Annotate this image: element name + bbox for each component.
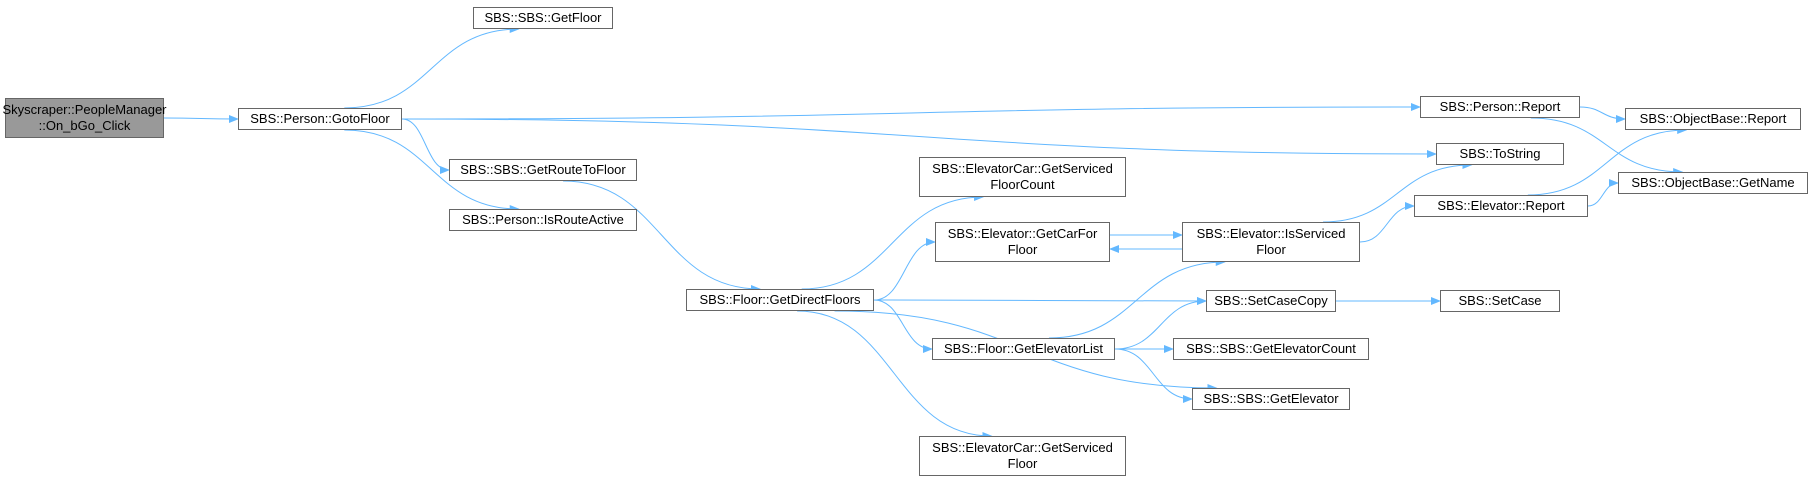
node-label: SBS::ObjectBase::Report: [1639, 111, 1787, 126]
node-objectbase-getname[interactable]: SBS::ObjectBase::GetName: [1618, 172, 1808, 194]
node-label: SBS::Person::Report: [1439, 99, 1561, 114]
edge-person_gotofloor-to-sbs_getroutetofloor: [401, 118, 450, 174]
edge-floor_getdirectfloors-to-elevatorcar_getservicedfloorcount: [801, 193, 985, 290]
edge-people_manager_on_bgo_click-to-person_gotofloor: [163, 114, 239, 123]
edge-person_gotofloor-to-sbs_tostring: [401, 118, 1437, 158]
node-label: SBS::ToString: [1459, 146, 1541, 161]
node-label: SBS::SetCase: [1458, 293, 1542, 308]
edge-floor_getelevatorlist-to-elevator_isservicedfloor: [1048, 258, 1226, 339]
edge-floor_getelevatorlist-to-sbs_getelevator: [1114, 348, 1193, 403]
edge-elevator_report-to-objectbase_getname: [1587, 179, 1619, 207]
node-label: SBS::ObjectBase::GetName: [1631, 175, 1795, 190]
edge-person_gotofloor-to-person_report: [401, 103, 1421, 120]
node-sbs-getfloor[interactable]: SBS::SBS::GetFloor: [473, 7, 613, 29]
edge-elevator_isservicedfloor-to-sbs_tostring: [1323, 161, 1473, 223]
edge-floor_getelevatorlist-to-sbs_setcasecopy: [1114, 297, 1207, 350]
edge-person_report-to-objectbase_report: [1579, 106, 1626, 123]
node-person-isrouteactive[interactable]: SBS::Person::IsRouteActive: [449, 209, 637, 231]
node-label: SBS::SBS::GetElevatorCount: [1186, 341, 1356, 356]
edge-person_report-to-objectbase_getname: [1530, 117, 1684, 176]
node-label: SBS::Floor::GetElevatorList: [944, 341, 1103, 356]
node-floor-getdirectfloors[interactable]: SBS::Floor::GetDirectFloors: [686, 289, 874, 311]
node-objectbase-report[interactable]: SBS::ObjectBase::Report: [1625, 108, 1801, 130]
edge-floor_getdirectfloors-to-elevator_getcarforfloor: [873, 238, 936, 301]
node-sbs-getelevator[interactable]: SBS::SBS::GetElevator: [1192, 388, 1350, 410]
edge-floor_getdirectfloors-to-floor_getelevatorlist: [873, 299, 933, 353]
edge-person_gotofloor-to-sbs_getfloor: [344, 25, 520, 109]
node-label: SBS::SetCaseCopy: [1214, 293, 1328, 308]
node-label: SBS::Person::IsRouteActive: [462, 212, 624, 227]
node-label: SBS::SBS::GetElevator: [1203, 391, 1339, 406]
node-label: SBS::SBS::GetFloor: [484, 10, 602, 25]
node-floor-getelevatorlist[interactable]: SBS::Floor::GetElevatorList: [932, 338, 1115, 360]
node-label: SBS::Floor::GetDirectFloors: [699, 292, 861, 307]
node-label: Skyscraper::PeopleManager::On_bGo_Click: [2, 102, 167, 133]
node-sbs-tostring[interactable]: SBS::ToString: [1436, 143, 1564, 165]
node-label: SBS::SBS::GetRouteToFloor: [460, 162, 626, 177]
node-person-report[interactable]: SBS::Person::Report: [1420, 96, 1580, 118]
edge-floor_getdirectfloors-to-elevatorcar_getservicedfloor: [797, 310, 993, 440]
node-person-gotofloor[interactable]: SBS::Person::GotoFloor: [238, 108, 402, 130]
node-sbs-setcase[interactable]: SBS::SetCase: [1440, 290, 1560, 312]
edge-sbs_getroutetofloor-to-floor_getdirectfloors: [563, 180, 761, 293]
edge-person_gotofloor-to-person_isrouteactive: [344, 129, 520, 213]
edge-elevator_report-to-objectbase_report: [1527, 126, 1688, 196]
node-label: SBS::Elevator::Report: [1437, 198, 1565, 213]
node-sbs-setcasecopy[interactable]: SBS::SetCaseCopy: [1206, 290, 1336, 312]
node-elevator-report[interactable]: SBS::Elevator::Report: [1414, 195, 1588, 217]
node-people-manager-on-bgo-click: Skyscraper::PeopleManager::On_bGo_Click: [2, 98, 167, 138]
edge-elevator_isservicedfloor-to-elevator_report: [1359, 202, 1415, 243]
node-label: SBS::Person::GotoFloor: [250, 111, 390, 126]
node-sbs-getroutetofloor[interactable]: SBS::SBS::GetRouteToFloor: [449, 159, 637, 181]
edge-floor_getdirectfloors-to-sbs_setcasecopy: [873, 296, 1207, 305]
node-sbs-getelevatorcount[interactable]: SBS::SBS::GetElevatorCount: [1173, 338, 1369, 360]
